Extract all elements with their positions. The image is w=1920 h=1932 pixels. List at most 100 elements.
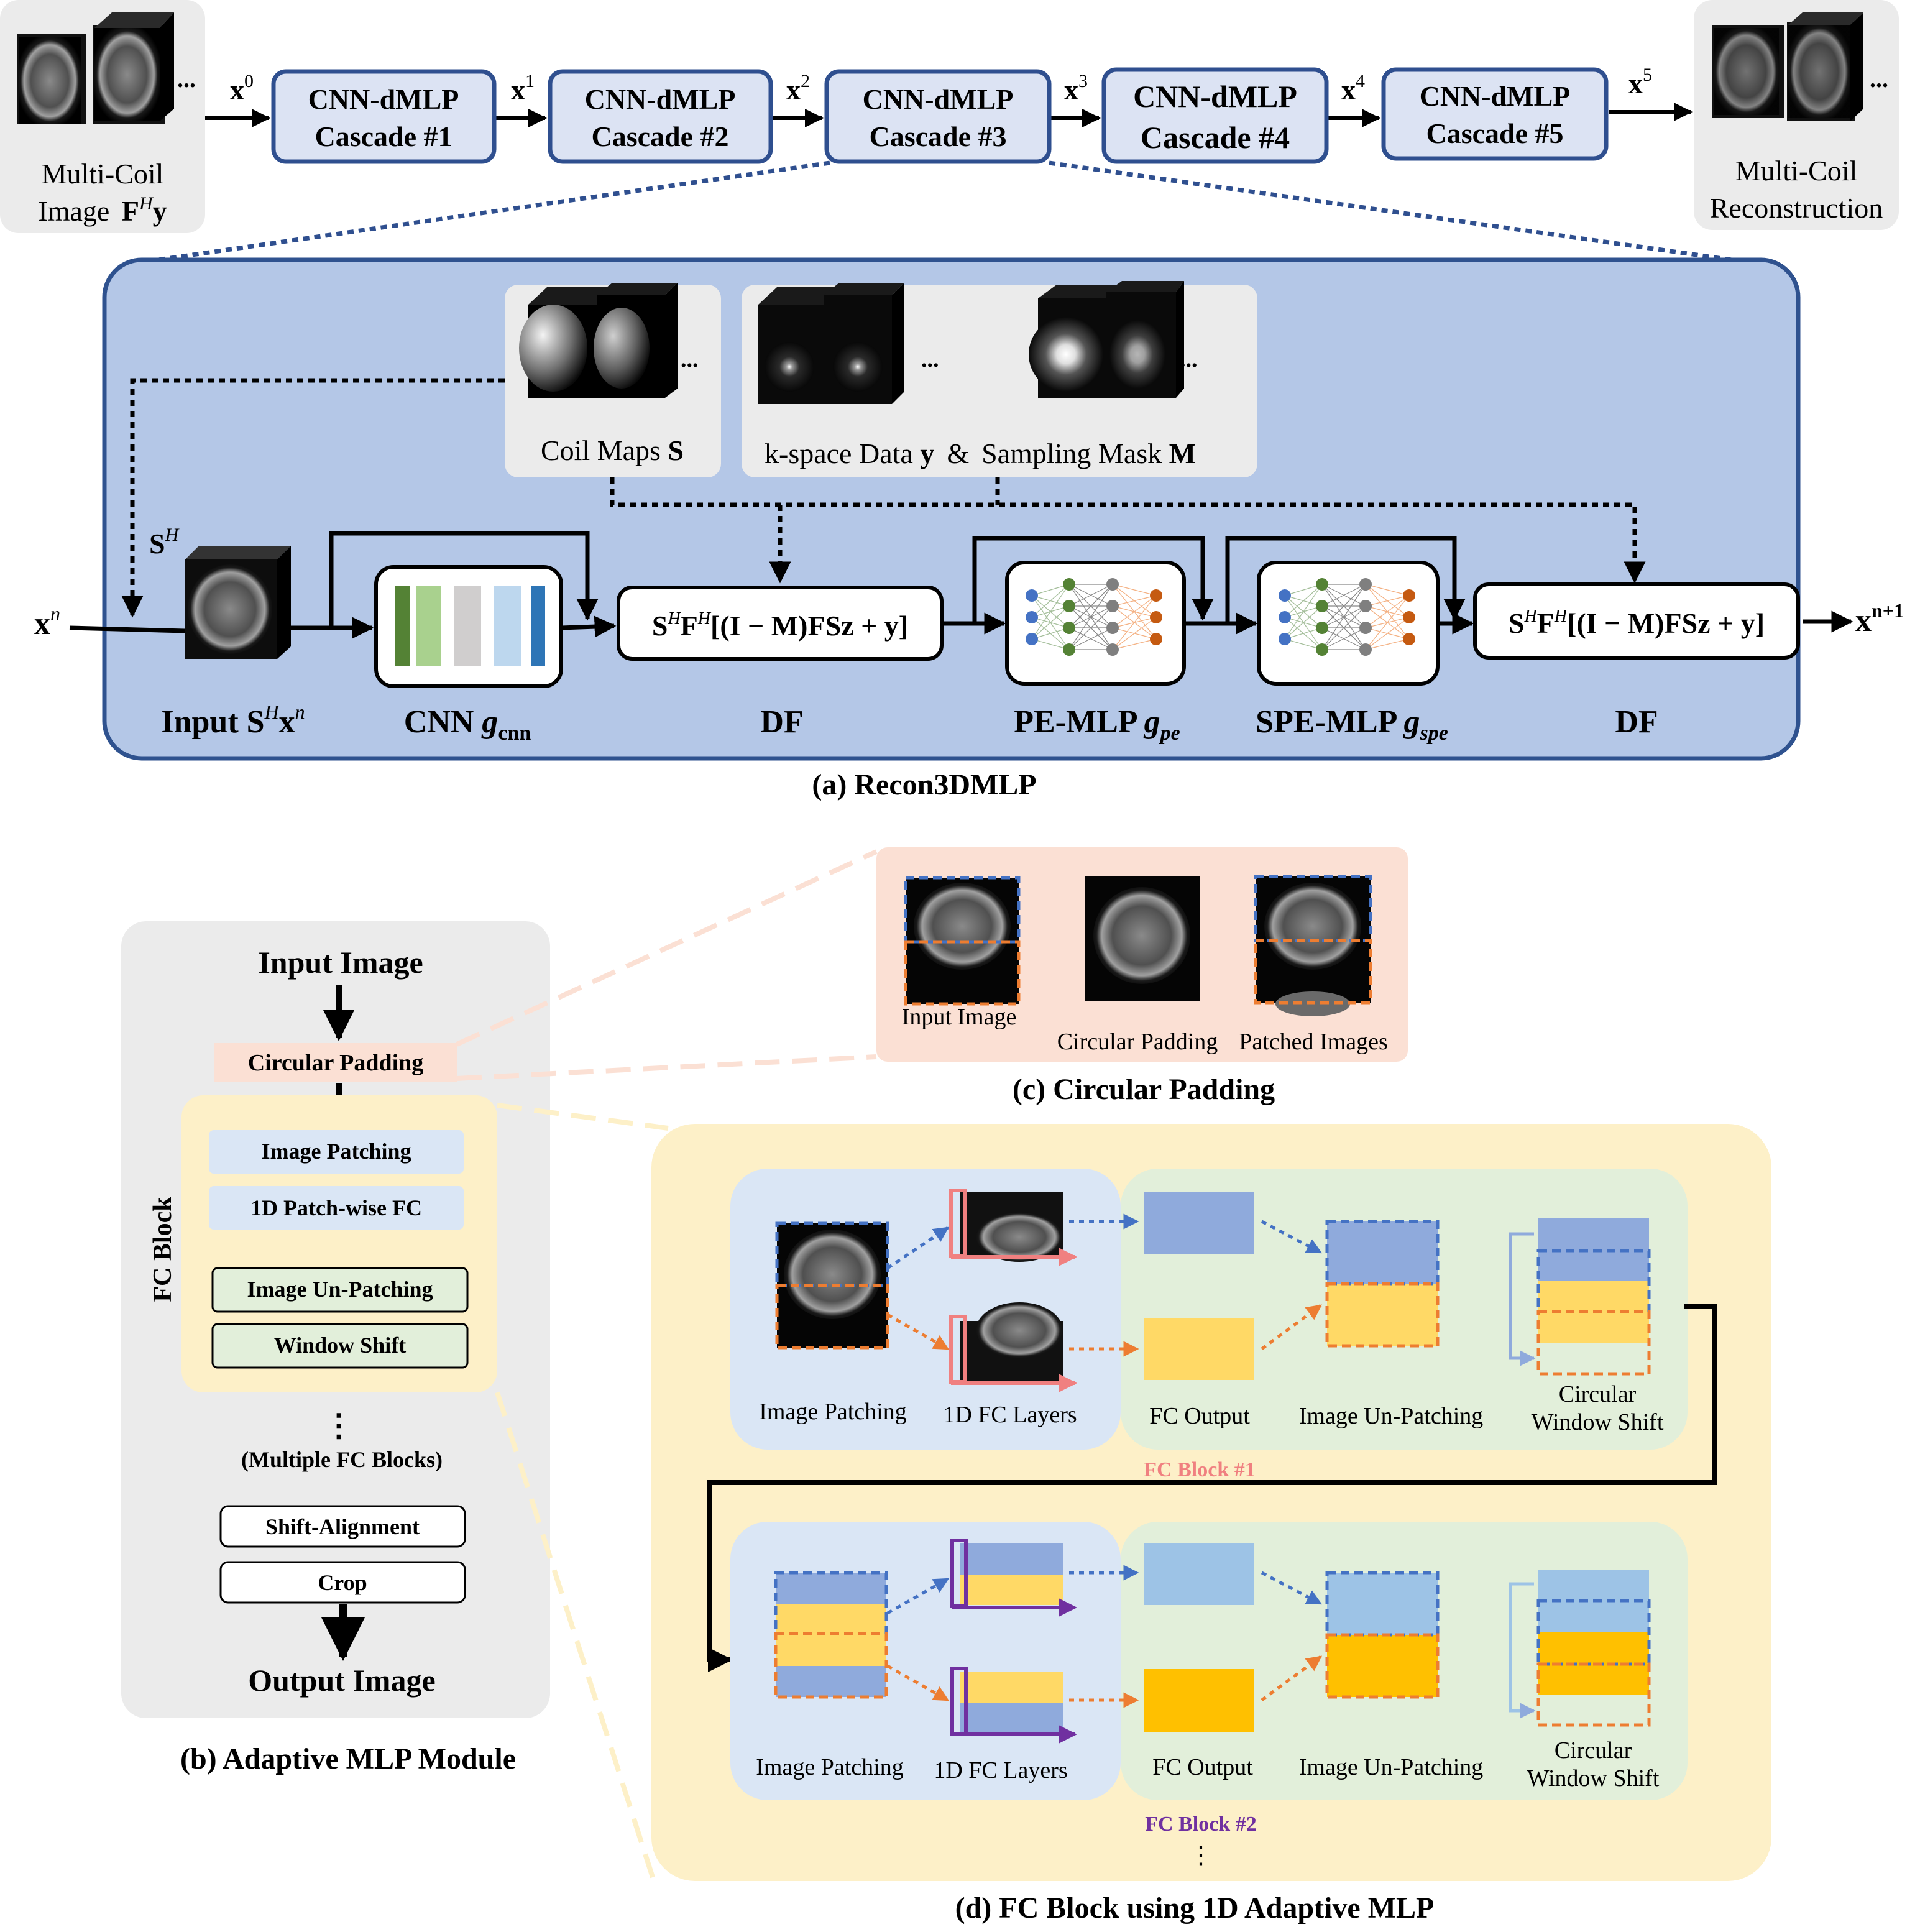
cascade-box-5: CNN-dMLP Cascade #5 — [1381, 67, 1609, 161]
output-label-1: Multi-Coil — [1735, 155, 1858, 186]
svg-text:Cascade #3: Cascade #3 — [869, 121, 1006, 152]
input-label-1: Multi-Coil — [42, 158, 164, 190]
d2-image-patching — [774, 1571, 888, 1699]
d-block1-label: FC Block #1 — [1144, 1458, 1255, 1481]
label-cnn: CNN gcnn — [404, 704, 531, 745]
label-df-1: DF — [760, 704, 803, 740]
svg-text:Cascade #5: Cascade #5 — [1426, 117, 1563, 149]
d2-fc-layer-bottom — [950, 1667, 1077, 1744]
label-spe-mlp: SPE-MLP gspe — [1256, 704, 1448, 745]
svg-text:Cascade #2: Cascade #2 — [591, 121, 728, 152]
d2-unpatched — [1325, 1571, 1440, 1699]
df-box-2: SHFH[(I − M)FSz + y] — [1473, 582, 1800, 660]
input-image-cube — [185, 546, 291, 659]
output-volume-icon — [1712, 12, 1863, 121]
d1-image-patching-label: Image Patching — [759, 1399, 906, 1425]
d2-fc-output-label: FC Output — [1152, 1754, 1253, 1780]
d2-image-patching-label: Image Patching — [756, 1754, 903, 1780]
cascade-box-1: CNN-dMLP Cascade #1 — [271, 69, 497, 164]
panel-d: Image Patching 1D FC Layers FC Output Im… — [651, 1124, 1771, 1925]
b-dots: ⋮ — [323, 1408, 354, 1443]
cascade-row: ... Multi-Coil Image FHy x0 x1 x2 x3 x4 … — [0, 0, 1899, 264]
panel-b-caption: (b) Adaptive MLP Module — [180, 1742, 516, 1775]
spe-mlp-block — [1257, 561, 1440, 686]
kspace-ellipsis: ... — [921, 346, 939, 372]
d-dots: ⋮ — [1188, 1841, 1213, 1869]
zoom-line-right — [1049, 160, 1741, 264]
zoom-line-left — [149, 160, 830, 264]
kspace-label: k-space Data y&Sampling Mask M — [765, 438, 1196, 469]
panel-a: ... Coil Maps S ... ... k-space Data y&S… — [34, 257, 1904, 801]
label-pe-mlp: PE-MLP gpe — [1014, 704, 1180, 745]
x5-label: x5 — [1628, 65, 1652, 99]
d1-circular-shift — [1509, 1218, 1651, 1376]
b-circular-padding: Circular Padding — [248, 1050, 424, 1076]
b-multiple: (Multiple FC Blocks) — [241, 1447, 443, 1472]
mask-icon — [1029, 281, 1184, 398]
b-output-image: Output Image — [248, 1663, 435, 1698]
input-ellipsis: ... — [177, 65, 196, 93]
cascade-arrows — [205, 103, 1693, 127]
kspace-icon — [758, 283, 904, 404]
b-input-image: Input Image — [258, 945, 423, 980]
c-circular-padding-label: Circular Padding — [1057, 1029, 1218, 1055]
cascade-box-4: CNN-dMLP Cascade #4 — [1101, 67, 1329, 164]
svg-text:Cascade #4: Cascade #4 — [1141, 120, 1290, 155]
d1-fc-output-yellow — [1144, 1318, 1254, 1380]
x1-label: x1 — [511, 71, 535, 106]
b-crop: Crop — [318, 1570, 367, 1595]
input-label-2: Image FHy — [38, 193, 167, 227]
d1-fc-layers-label: 1D FC Layers — [943, 1402, 1077, 1428]
c-input-image-label: Input Image — [902, 1004, 1017, 1030]
cascade-box-2: CNN-dMLP Cascade #2 — [548, 69, 773, 164]
d2-circular-label-1: Circular — [1555, 1737, 1632, 1764]
panel-b: Input Image Circular Padding FC Block Im… — [121, 849, 878, 1879]
svg-text:CNN-dMLP: CNN-dMLP — [308, 83, 459, 115]
c-patched-images-label: Patched Images — [1239, 1029, 1388, 1055]
d2-circular-label-2: Window Shift — [1527, 1765, 1660, 1792]
panel-c: Input Image Circular Padding Patched Ima… — [876, 847, 1408, 1106]
pe-mlp-block — [1005, 561, 1186, 686]
d1-circular-label-1: Circular — [1559, 1381, 1637, 1407]
d2-fc-layer-top — [950, 1539, 1077, 1617]
d2-unpatching-label: Image Un-Patching — [1299, 1754, 1484, 1780]
d1-fc-layer-bottom — [949, 1302, 1077, 1392]
df-box-1: SHFH[(I − M)FSz + y] — [617, 586, 944, 661]
d1-circular-label-2: Window Shift — [1532, 1409, 1664, 1435]
x2-label: x2 — [786, 71, 810, 106]
sh-label: SH — [149, 525, 180, 559]
svg-text:CNN-dMLP: CNN-dMLP — [1133, 79, 1297, 114]
b-patchwise-fc: 1D Patch-wise FC — [250, 1195, 422, 1220]
svg-text:CNN-dMLP: CNN-dMLP — [585, 83, 736, 115]
dotted-connectors — [121, 378, 1646, 618]
xn1-output-label: xn+1 — [1855, 599, 1904, 638]
b-fc-block-label: FC Block — [149, 1197, 177, 1302]
xn-input-label: xn — [34, 602, 60, 642]
label-input: Input SHxn — [161, 701, 305, 740]
panel-a-caption: (a) Recon3DMLP — [812, 768, 1036, 801]
d2-fc-layers-label: 1D FC Layers — [934, 1757, 1067, 1783]
x0-label: x0 — [230, 71, 254, 106]
coil-ellipsis: ... — [681, 346, 699, 372]
cascade-box-3: CNN-dMLP Cascade #3 — [824, 69, 1052, 164]
svg-text:CNN-dMLP: CNN-dMLP — [863, 83, 1014, 115]
svg-text:SHFH[(I − M)FSz + y]: SHFH[(I − M)FSz + y] — [652, 609, 908, 642]
c-patched-images — [1254, 875, 1372, 1016]
svg-text:Cascade #1: Cascade #1 — [315, 121, 452, 152]
d-block-connector — [707, 1304, 1717, 1672]
c-circular-padding-image — [1085, 876, 1200, 1001]
x3-label: x3 — [1064, 71, 1088, 106]
d1-image-patching — [775, 1221, 889, 1350]
output-ellipsis: ... — [1870, 65, 1888, 93]
panel-d-caption: (d) FC Block using 1D Adaptive MLP — [955, 1892, 1435, 1925]
d2-fc-output-blue — [1144, 1543, 1254, 1605]
d2-circular-shift — [1509, 1570, 1651, 1727]
coil-maps-label: Coil Maps S — [541, 435, 684, 466]
x4-label: x4 — [1341, 71, 1365, 106]
d1-unpatched — [1325, 1220, 1440, 1348]
c-input-image — [904, 876, 1021, 1006]
d-block2-label: FC Block #2 — [1145, 1813, 1256, 1836]
b-shift-alignment: Shift-Alignment — [265, 1514, 420, 1539]
svg-text:CNN-dMLP: CNN-dMLP — [1420, 80, 1571, 112]
